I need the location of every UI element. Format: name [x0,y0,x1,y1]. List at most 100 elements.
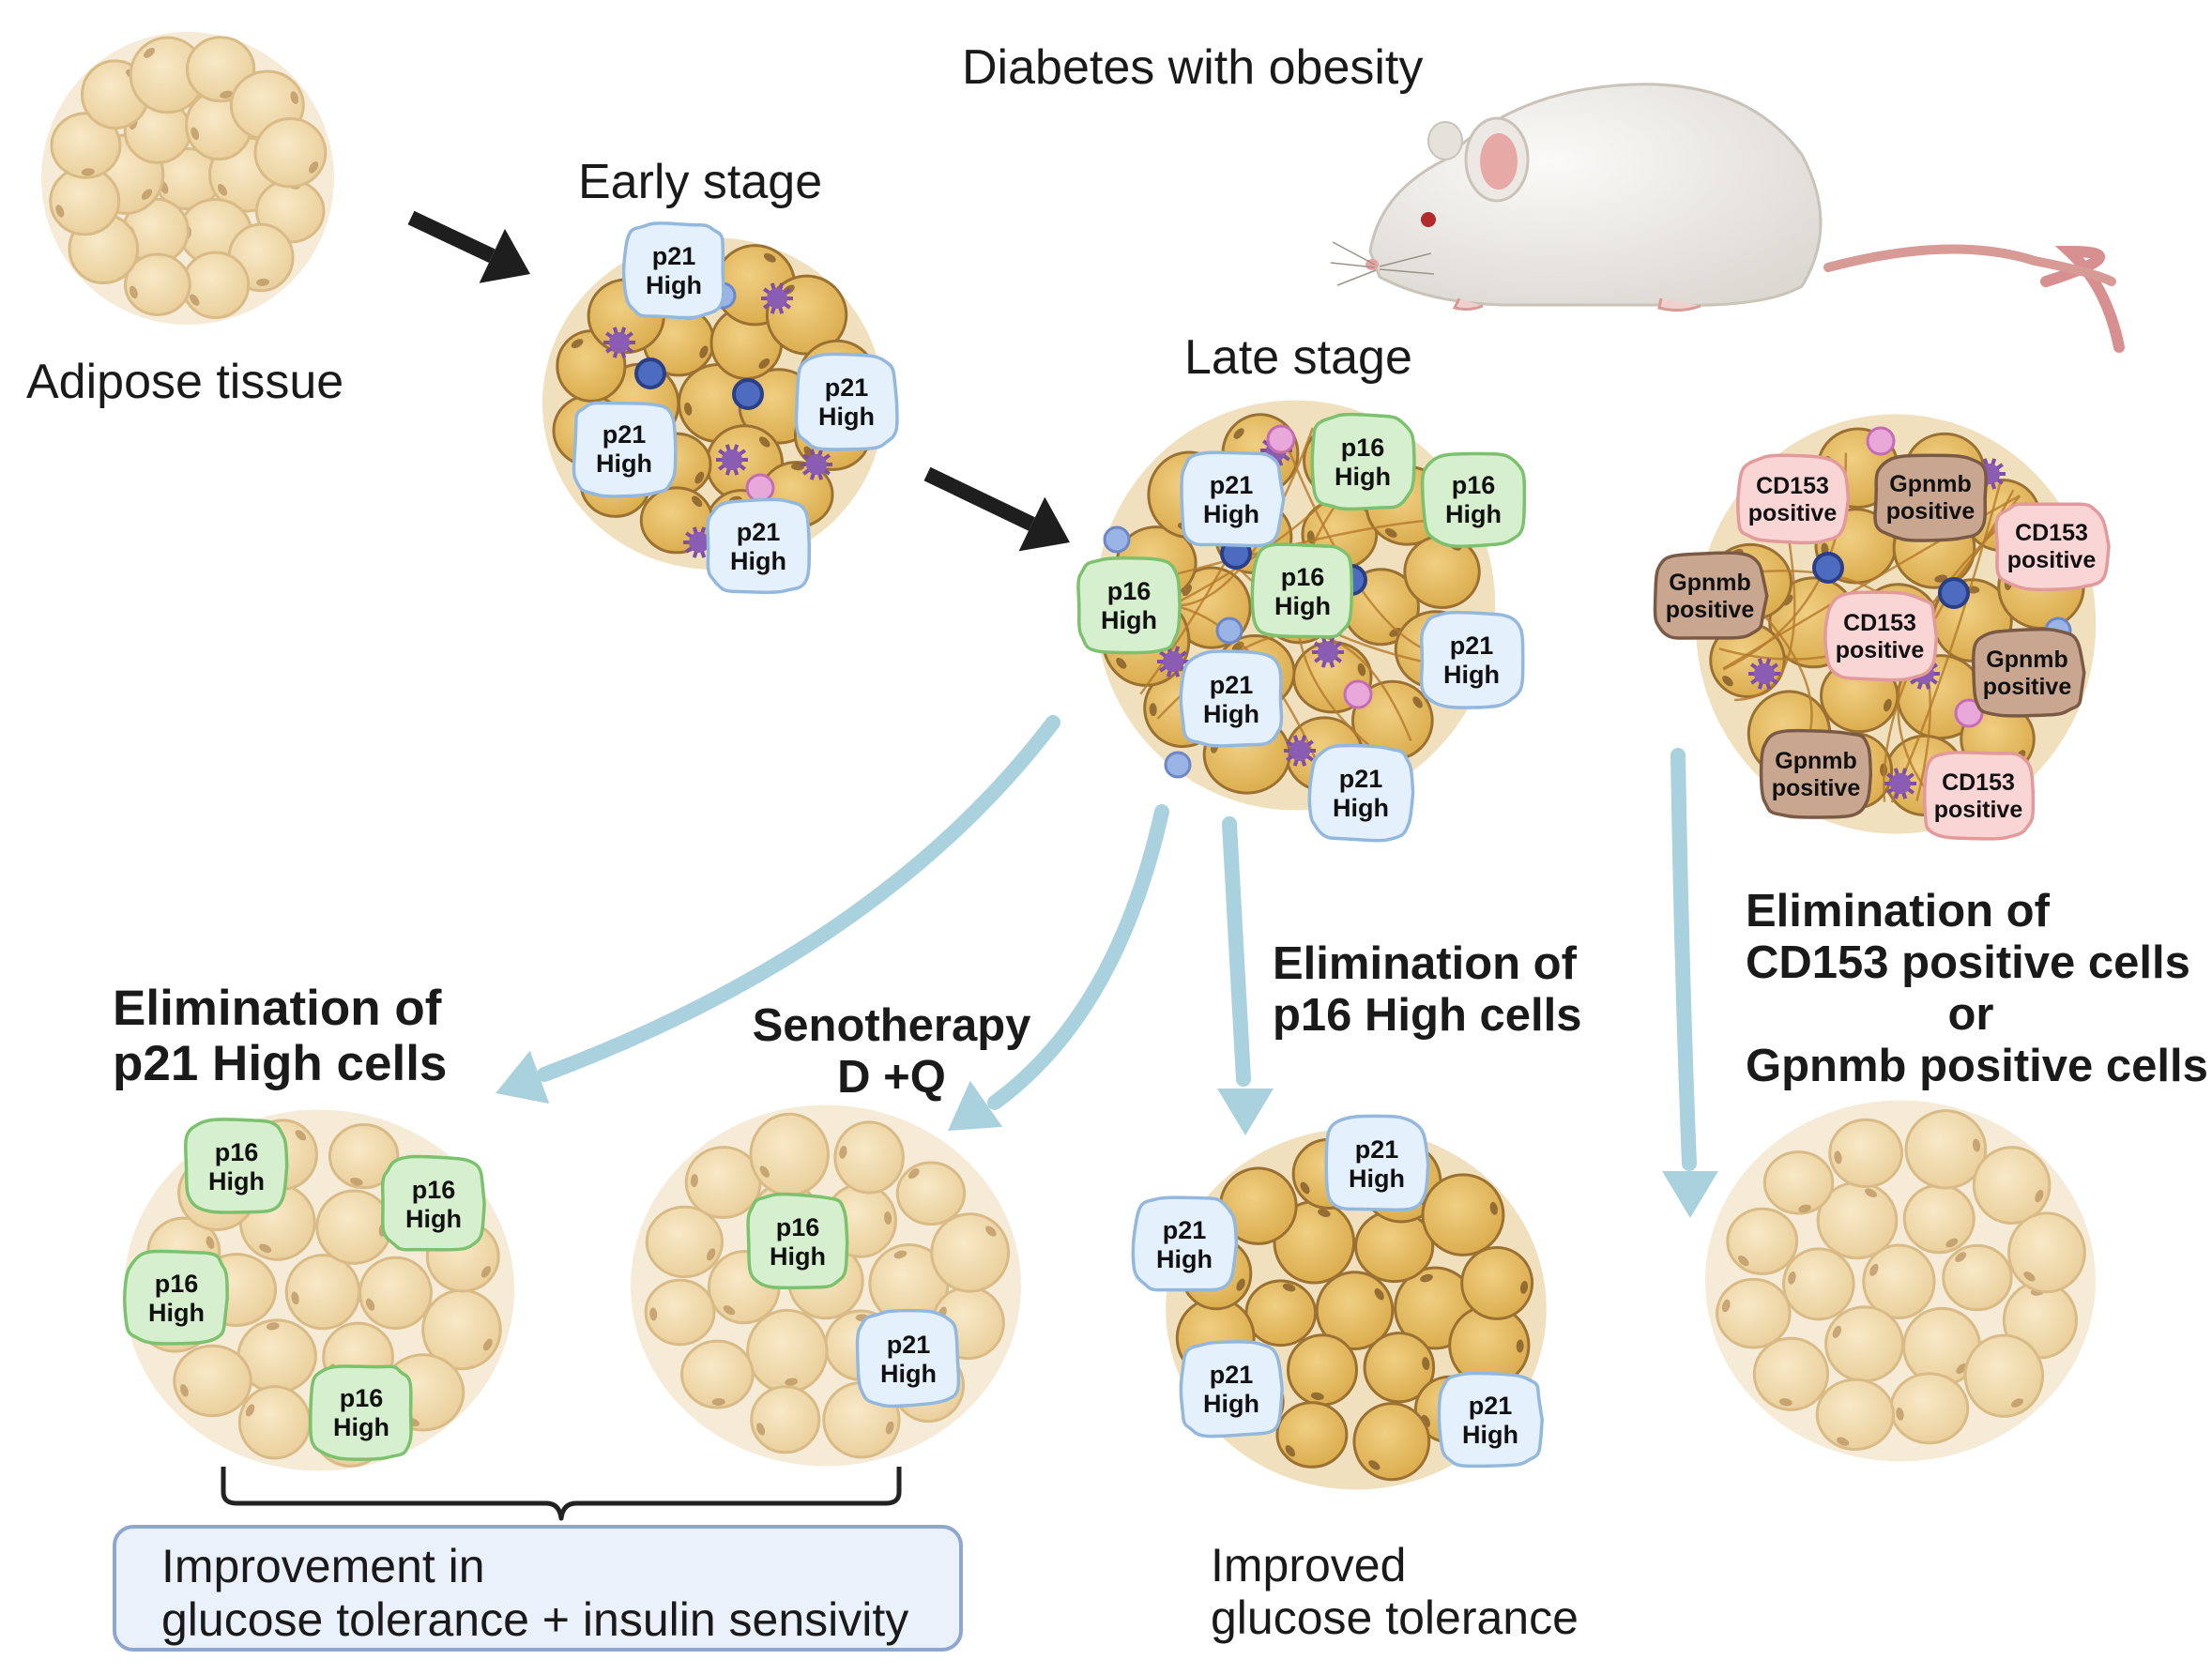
p21-marker-text: High [1203,700,1259,728]
p21-marker-text: High [1443,661,1500,689]
p21-marker-text: p21 [1355,1135,1399,1164]
elimination-cd153-line-1: Elimination of [1746,886,2050,936]
p21-marker-text: p21 [825,373,869,402]
gpnmb-marker-text: positive [1983,674,2072,700]
p16-marker-text: High [1445,500,1502,528]
cd153-marker-text: positive [2007,547,2097,573]
diabetes-obesity-label: Diabetes with obesity [962,40,1424,95]
outcome-p16-line-2: glucose tolerance [1211,1591,1579,1644]
p16-marker-text: p16 [776,1213,820,1241]
outcome-p16-label: Improved glucose tolerance [1211,1539,1579,1644]
p21-marker-text: High [1333,794,1389,822]
p21-marker-text: p21 [737,518,781,546]
gpnmb-marker-text: positive [1666,597,1755,623]
gpnmb-marker-text: positive [1886,498,1976,525]
p21-marker-text: p21 [1210,671,1254,699]
cd153-marker-text: CD153 [2015,520,2088,546]
p21-marker-text: p21 [1469,1392,1513,1420]
cd153-marker-text: positive [1836,637,1925,663]
p16-marker-text: p16 [340,1384,384,1412]
p16-marker-text: p16 [1281,563,1325,591]
p21-marker-text: p21 [603,420,647,449]
light-blue-arrow-icon [948,804,1169,1131]
p21-marker-text: High [818,403,875,431]
elimination-p16-line-2: p16 High cells [1273,989,1582,1041]
elimination-p16-label: Elimination of p16 High cells [1273,938,1582,1042]
adipose-tissue-label: Adipose tissue [26,355,344,409]
p16-marker-text: High [405,1205,462,1233]
gpnmb-marker-text: Gpnmb [1986,647,2068,673]
p21-marker-text: p21 [1450,632,1494,660]
p21-marker-text: High [1203,1390,1259,1418]
elimination-p16-line-1: Elimination of [1273,938,1577,989]
black-arrow-icon [407,210,530,283]
p16-marker-text: p16 [1107,577,1152,605]
cd153-marker-text: CD153 [1756,473,1829,499]
cd153-elimination-cluster [1705,1100,2096,1462]
light-blue-arrow-icon [1217,816,1274,1135]
curly-brace-icon [221,1467,902,1521]
p21-marker-text: High [1462,1421,1518,1449]
p21-marker-text: High [1349,1165,1405,1193]
p16-marker-text: p16 [215,1138,259,1166]
p16-marker-text: High [1274,592,1331,620]
outcome-box-line-2: glucose tolerance + insulin sensivity [161,1592,909,1646]
p16-marker-text: High [208,1167,265,1195]
elimination-cd153-label: Elimination of CD153 positive cells or G… [1746,886,2208,1092]
p21-marker-text: High [596,449,652,478]
p21-marker-text: High [880,1360,937,1388]
p16-marker-text: High [333,1413,389,1441]
outcome-p16-line-1: Improved [1211,1539,1407,1591]
outcome-box-line-1: Improvement in [161,1540,485,1592]
cd153-marker-text: CD153 [1843,610,1916,636]
cd153-marker-text: positive [1748,500,1838,526]
elimination-p21-label: Elimination of p21 High cells [113,981,447,1092]
outcome-box-text: Improvement in glucose tolerance + insul… [161,1540,908,1646]
gpnmb-marker-text: Gpnmb [1889,471,1972,497]
p16-marker-text: p16 [1452,471,1496,499]
adipose-tissue-icon [41,32,334,325]
elimination-cd153-line-2: CD153 positive cells [1746,936,2190,988]
late-stage-label: Late stage [1184,330,1412,385]
p16-marker-text: p16 [412,1176,456,1204]
p21-marker-text: p21 [887,1331,931,1359]
early-stage-immune-cells [587,282,832,558]
elimination-p21-line-2: p21 High cells [113,1036,448,1092]
p21-marker-text: p21 [1339,765,1383,793]
p16-marker-text: High [770,1242,826,1271]
gpnmb-marker-text: Gpnmb [1775,748,1857,774]
cd153-marker-text: positive [1934,797,2023,823]
light-blue-arrow-icon [1662,748,1718,1218]
gpnmb-marker-text: positive [1772,775,1861,801]
p21-marker-text: High [646,271,702,299]
p16-marker-text: High [1335,463,1391,491]
mouse-icon [1330,83,2125,353]
elimination-cd153-line-4: Gpnmb positive cells [1746,1040,2208,1091]
p21-marker-text: p21 [652,242,696,270]
